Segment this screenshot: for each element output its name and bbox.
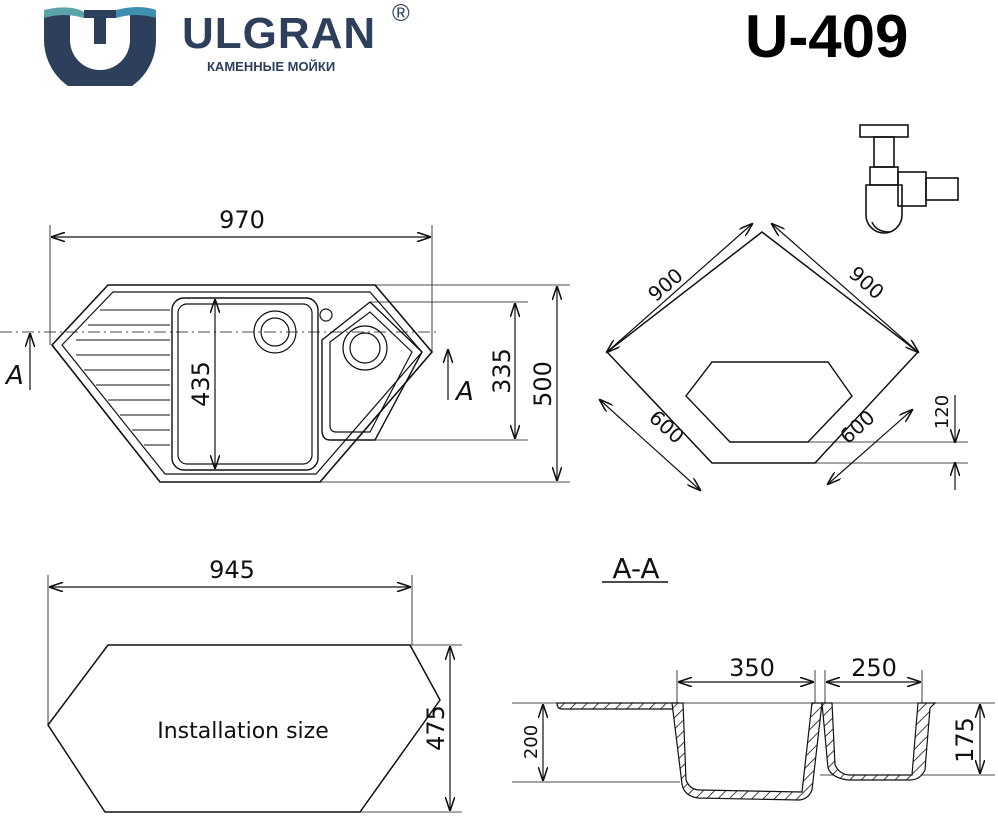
small-bowl-inner	[329, 311, 413, 433]
section-mark-left: A	[4, 361, 24, 391]
dim-offset-120: 120	[932, 395, 953, 429]
large-bowl	[171, 297, 319, 471]
dim-width-970: 970	[219, 206, 265, 234]
siphon-icon	[859, 124, 959, 234]
section-large-bowl	[671, 702, 823, 801]
dim-bowl-small-335: 335	[488, 348, 516, 394]
dim-side-right-900: 900	[844, 261, 889, 304]
dim-front-left-600: 600	[644, 405, 688, 448]
drainboard-grooves	[76, 309, 170, 446]
faucet-hole-icon	[319, 308, 333, 322]
dim-section-175: 175	[951, 717, 979, 763]
dim-line-600-right	[828, 410, 912, 484]
dim-line-600-left	[600, 400, 700, 490]
brand-tagline: КАМЕННЫЕ МОЙКИ	[207, 59, 336, 74]
installation-label: Installation size	[157, 719, 329, 744]
dim-side-left-900: 900	[643, 263, 688, 306]
sink-plan-view	[0, 225, 570, 483]
dim-section-250: 250	[851, 654, 897, 682]
dim-depth-500: 500	[529, 361, 557, 407]
dim-bowl-large-435: 435	[187, 361, 215, 407]
corner-layout-view	[600, 224, 968, 490]
model-number: U-409	[745, 3, 909, 70]
small-bowl	[321, 301, 423, 441]
dim-section-350: 350	[729, 654, 775, 682]
brand-name: ULGRAN	[182, 9, 377, 58]
section-a-a	[512, 581, 995, 801]
ulgran-logo-icon	[44, 7, 156, 86]
dim-section-200: 200	[521, 725, 542, 759]
large-bowl-inner	[177, 303, 313, 465]
sink-outline	[50, 284, 434, 483]
registered-mark: ®	[392, 0, 410, 27]
section-title: A-A	[612, 552, 659, 585]
dim-line-900-right	[772, 224, 918, 352]
dim-line-900-left	[607, 224, 752, 352]
cutout-outline	[47, 644, 441, 813]
installation-cutout	[47, 575, 462, 813]
section-mark-right: A	[454, 377, 474, 407]
corner-sink-outline	[685, 361, 853, 443]
small-bowl-drain-icon	[342, 325, 388, 371]
dim-install-width-945: 945	[209, 556, 255, 584]
section-drainboard	[556, 702, 678, 710]
sink-rim	[61, 291, 423, 475]
section-small-bowl	[821, 702, 937, 781]
dim-install-depth-475: 475	[422, 705, 450, 751]
